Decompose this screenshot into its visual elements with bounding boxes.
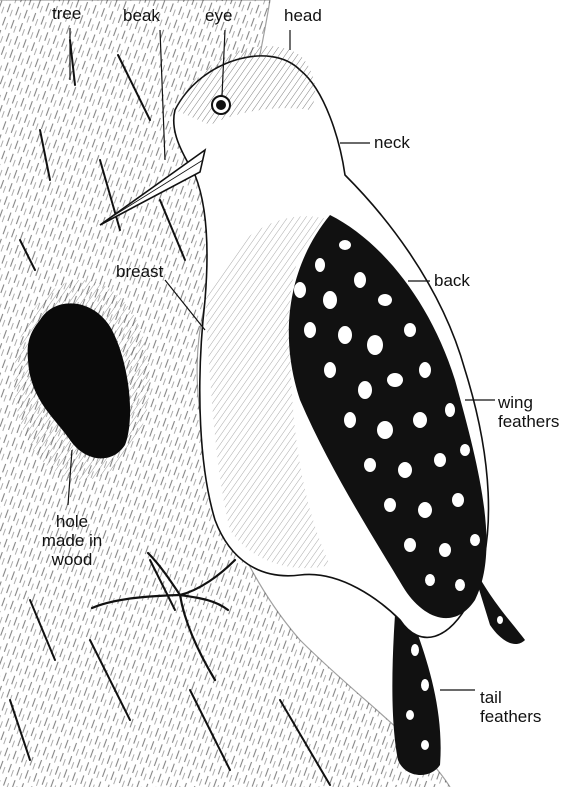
label-head: head [284, 6, 322, 25]
tree-hole [14, 280, 150, 480]
label-tail-feathers: tail feathers [480, 688, 541, 726]
label-neck: neck [374, 133, 410, 152]
label-hole-made-in-wood: hole made in wood [32, 512, 112, 569]
label-beak: beak [123, 6, 160, 25]
label-back: back [434, 271, 470, 290]
bird-eye [212, 96, 230, 114]
label-breast: breast [116, 262, 163, 281]
label-eye: eye [205, 6, 232, 25]
label-wing-feathers: wing feathers [498, 393, 559, 431]
label-tree: tree [52, 4, 81, 23]
